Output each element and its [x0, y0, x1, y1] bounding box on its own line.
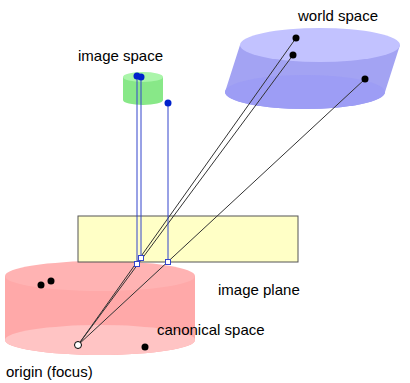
image-space-cylinder: [123, 72, 163, 105]
image-points: [134, 73, 172, 107]
world-cylinder: [225, 28, 400, 109]
origin-label: origin (focus): [6, 363, 93, 380]
space-label: image space: [78, 47, 163, 64]
canonical-points: [38, 278, 149, 351]
image-space-lines: [137, 77, 168, 264]
image-plane: [78, 216, 298, 262]
space-label: world space: [298, 7, 378, 24]
plane-label: image plane: [218, 281, 300, 298]
projection-rays: [78, 38, 365, 345]
canonical-cylinder: [5, 261, 195, 355]
plane-points: [135, 256, 171, 267]
space-label: canonical space: [157, 321, 265, 338]
world-points: [290, 35, 369, 83]
origin-focus-point: [75, 342, 82, 349]
